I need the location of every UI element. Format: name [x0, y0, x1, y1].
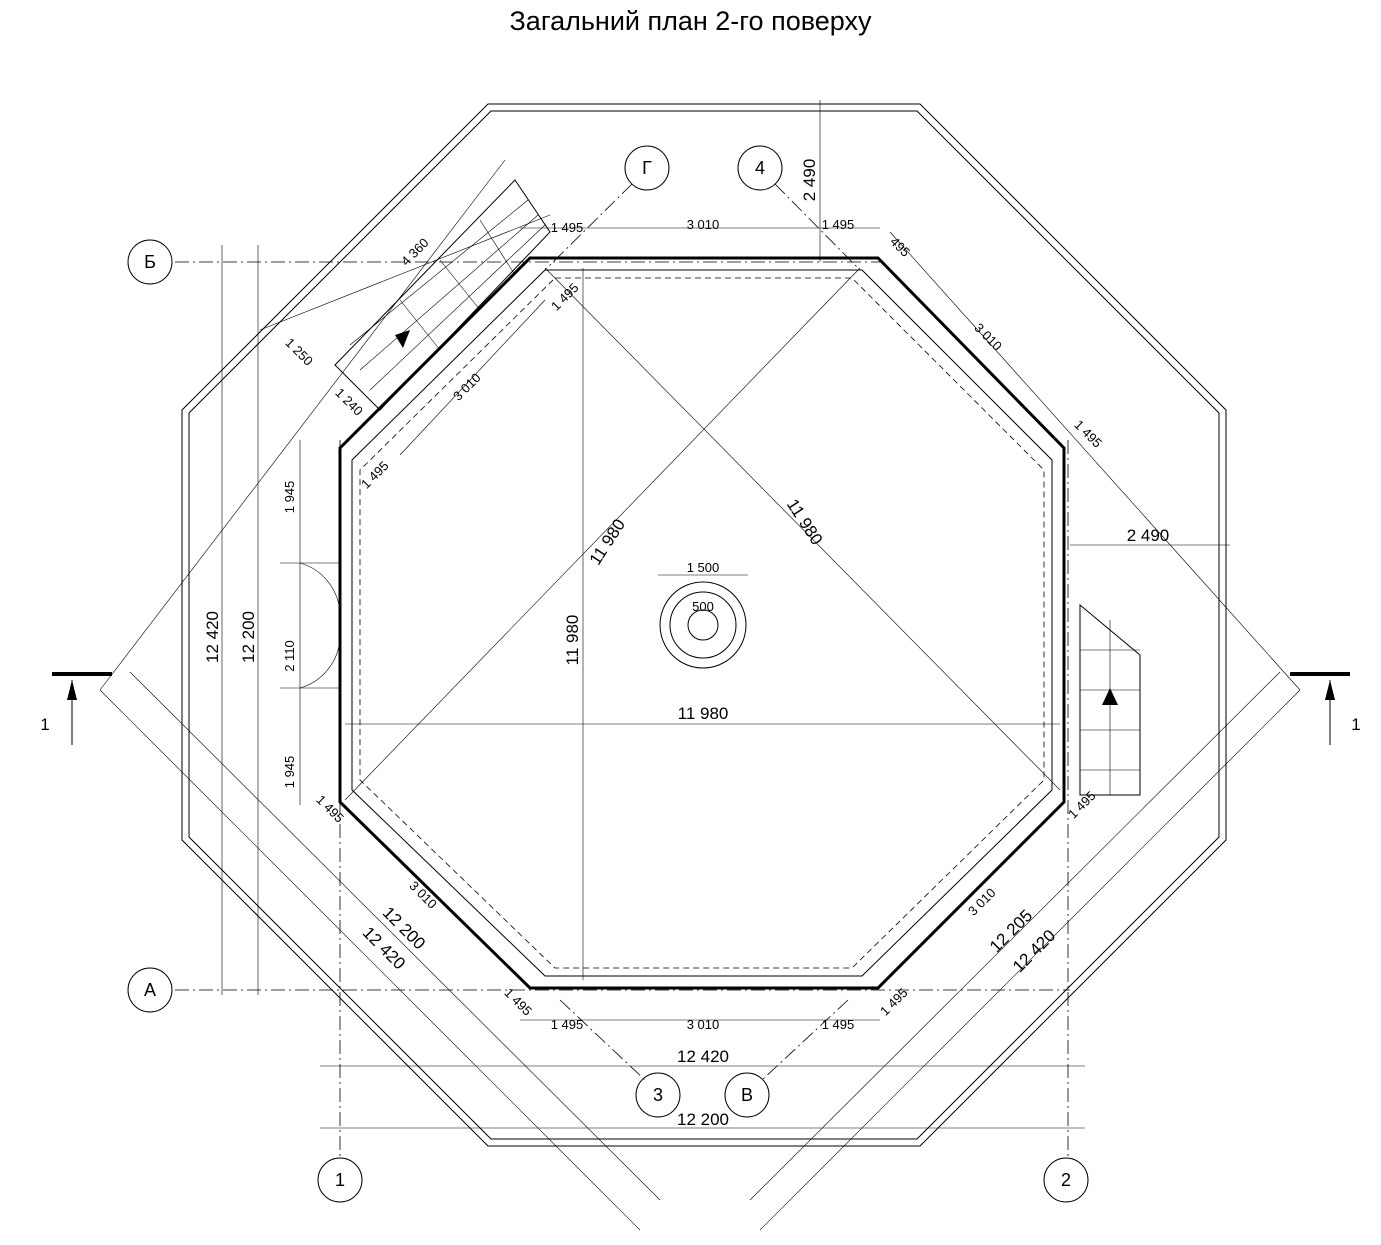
- svg-text:12 420: 12 420: [677, 1047, 729, 1066]
- svg-text:12 200: 12 200: [677, 1110, 729, 1129]
- svg-text:1 495: 1 495: [313, 792, 347, 826]
- svg-text:3 010: 3 010: [687, 1017, 720, 1032]
- building-walls: [338, 256, 1066, 990]
- svg-text:12 420: 12 420: [203, 611, 222, 663]
- svg-text:4 360: 4 360: [398, 235, 432, 269]
- svg-text:Г: Г: [642, 158, 652, 178]
- roof-outline-inner: [188, 110, 1220, 1140]
- stair-east: [1079, 603, 1141, 796]
- svg-text:12 200: 12 200: [239, 611, 258, 663]
- svg-text:3 010: 3 010: [450, 370, 484, 404]
- svg-text:1 495: 1 495: [1065, 788, 1099, 822]
- svg-text:1: 1: [335, 1170, 345, 1190]
- svg-text:1 495: 1 495: [822, 217, 855, 232]
- svg-text:1: 1: [40, 715, 49, 734]
- svg-text:2 490: 2 490: [800, 159, 819, 202]
- svg-text:4: 4: [755, 158, 765, 178]
- door: [280, 562, 341, 689]
- axis-bubble-v: В: [724, 1072, 770, 1118]
- svg-text:2 110: 2 110: [282, 640, 297, 672]
- axis-bubble-b: Б: [127, 239, 173, 285]
- stair-northwest: [334, 179, 551, 411]
- axis-lines: [175, 183, 1070, 1158]
- svg-text:11 980: 11 980: [563, 615, 582, 666]
- svg-text:495: 495: [887, 234, 913, 260]
- svg-text:Б: Б: [144, 252, 156, 272]
- svg-text:3 010: 3 010: [971, 320, 1005, 354]
- svg-text:3 010: 3 010: [406, 878, 440, 912]
- svg-text:11 980: 11 980: [678, 704, 729, 723]
- svg-text:А: А: [144, 980, 156, 1000]
- section-mark-left: 1: [40, 672, 112, 745]
- svg-text:3 010: 3 010: [965, 885, 999, 919]
- roof-outline-outer: [181, 103, 1227, 1147]
- svg-text:2: 2: [1061, 1170, 1071, 1190]
- svg-text:1 495: 1 495: [822, 1017, 855, 1032]
- arrow-icon: [1102, 688, 1118, 705]
- axis-bubble-2: 2: [1043, 1157, 1089, 1203]
- svg-text:1 945: 1 945: [282, 481, 297, 514]
- svg-text:500: 500: [692, 599, 714, 614]
- arrow-icon: [395, 330, 410, 348]
- dimension-labels: 1 495 3 010 1 495 495 2 490 4 360 1 495 …: [203, 159, 1169, 1129]
- svg-text:1 500: 1 500: [687, 560, 720, 575]
- axis-bubble-g: Г: [624, 145, 670, 191]
- svg-text:В: В: [741, 1085, 753, 1105]
- svg-text:3 010: 3 010: [687, 217, 720, 232]
- svg-text:1: 1: [1351, 715, 1360, 734]
- axis-bubble-3: 3: [635, 1072, 681, 1118]
- axis-bubble-a: А: [127, 967, 173, 1013]
- svg-text:1 495: 1 495: [548, 280, 582, 314]
- svg-text:1 495: 1 495: [551, 220, 584, 235]
- svg-text:1 495: 1 495: [1071, 417, 1105, 451]
- central-column: [658, 574, 748, 669]
- svg-text:1 945: 1 945: [282, 756, 297, 789]
- axis-bubble-4: 4: [737, 145, 783, 191]
- drawing-title: Загальний план 2-го поверху: [509, 6, 872, 36]
- svg-text:3: 3: [653, 1085, 663, 1105]
- svg-text:1 250: 1 250: [282, 335, 316, 369]
- svg-text:11 980: 11 980: [586, 516, 630, 569]
- svg-text:1 495: 1 495: [358, 458, 392, 492]
- dimension-lines: [99, 100, 1301, 1231]
- svg-text:1 240: 1 240: [332, 385, 366, 419]
- section-mark-right: 1: [1290, 672, 1361, 745]
- svg-text:11 980: 11 980: [783, 496, 827, 549]
- axis-bubble-1: 1: [317, 1157, 363, 1203]
- svg-text:2 490: 2 490: [1127, 526, 1170, 545]
- svg-text:1 495: 1 495: [551, 1017, 584, 1032]
